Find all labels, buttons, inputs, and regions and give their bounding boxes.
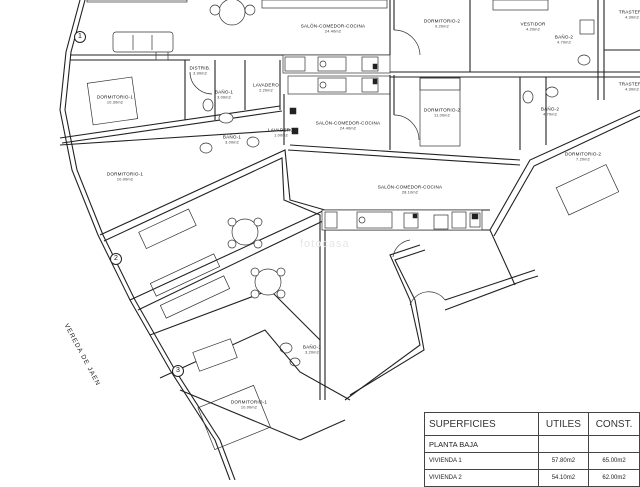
unit-marker-1: 1 [74,31,86,43]
unit-marker-2: 2 [110,253,122,265]
unit-2-walls [59,0,640,166]
header-utiles: UTILES [537,412,590,436]
exterior-walls [59,0,236,480]
unit-3-walls [99,109,640,451]
room-label: TRASTERO4.30m2 [618,9,640,20]
sofa-icon [112,31,174,53]
watermark: fotocasa [300,238,350,250]
dining-table-icon [227,217,286,299]
surfaces-table: SUPERFICIES UTILES CONST. PLANTA BAJA VI… [424,412,640,487]
room-label: TRASTERO4.30m2 [618,81,640,92]
row-const: 62.00m2 [588,469,640,487]
table-section-row: PLANTA BAJA [424,435,640,453]
row-label: VIVIENDA 1 [424,452,539,470]
unit-marker-3: 3 [172,365,184,377]
unit-1-walls [59,0,421,144]
header-const: CONST. [588,412,640,436]
kitchen-counter-lower [321,209,483,231]
kitchen-counter-upper [282,54,391,95]
section-label: PLANTA BAJA [424,435,539,453]
bathroom-fixtures [199,19,595,367]
table-row: VIVIENDA 1 57.80m2 65.00m2 [424,452,640,470]
sofa-icon [138,208,238,372]
room-label: DISTRIB.3.90m2 [189,65,211,76]
table-row: VIVIENDA 2 54.10m2 62.00m2 [424,469,640,487]
row-const: 65.00m2 [588,452,640,470]
row-utiles: 57.80m2 [537,452,590,470]
row-label: VIVIENDA 2 [424,469,539,487]
header-superficies: SUPERFICIES [424,412,539,436]
dining-table-icon [209,0,256,26]
table-header-row: SUPERFICIES UTILES CONST. [424,412,640,436]
row-utiles: 54.10m2 [537,469,590,487]
